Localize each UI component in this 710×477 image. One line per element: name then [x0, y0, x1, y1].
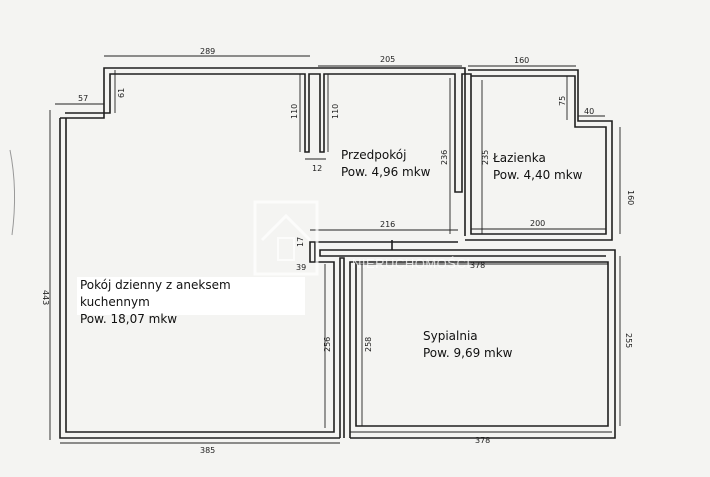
room-name: Pokój dzienny z aneksem kuchennym — [80, 278, 231, 309]
dim-289: 289 — [200, 47, 215, 56]
room-area: Pow. 18,07 mkw — [80, 312, 178, 326]
room-label-pokoj-dzienny: Pokój dzienny z aneksem kuchennym Pow. 1… — [77, 277, 305, 326]
dim-40: 40 — [584, 107, 594, 116]
room-area: Pow. 4,96 mkw — [341, 165, 431, 179]
dim-110-b: 110 — [331, 104, 340, 119]
room-name: Łazienka — [493, 151, 546, 165]
dim-205: 205 — [380, 55, 395, 64]
dim-258: 258 — [364, 337, 373, 352]
dim-160-right: 160 — [626, 190, 635, 205]
dim-17: 17 — [296, 237, 305, 247]
room-label-lazienka: Łazienka Pow. 4,40 mkw — [490, 150, 585, 184]
dim-160-top: 160 — [514, 56, 529, 65]
dim-110-a: 110 — [290, 104, 299, 119]
dimension-labels: 289 205 160 57 61 110 110 12 75 40 236 2… — [41, 47, 635, 455]
dim-61: 61 — [117, 88, 126, 98]
dim-57: 57 — [78, 94, 88, 103]
dim-385: 385 — [200, 446, 215, 455]
room-label-sypialnia: Sypialnia Pow. 9,69 mkw — [420, 328, 515, 362]
dim-235: 235 — [481, 150, 490, 165]
dim-200: 200 — [530, 219, 545, 228]
watermark-logo — [253, 200, 319, 276]
dim-216: 216 — [380, 220, 395, 229]
dim-255: 255 — [624, 333, 633, 348]
dim-443: 443 — [41, 290, 50, 305]
room-area: Pow. 9,69 mkw — [423, 346, 513, 360]
dim-256: 256 — [323, 337, 332, 352]
dim-75: 75 — [558, 96, 567, 106]
dim-236: 236 — [440, 150, 449, 165]
room-label-przedpokoj: Przedpokój Pow. 4,96 mkw — [338, 147, 433, 181]
dim-378-bottom: 378 — [475, 436, 490, 445]
dim-12: 12 — [312, 164, 322, 173]
room-area: Pow. 4,40 mkw — [493, 168, 583, 182]
dim-39: 39 — [296, 263, 306, 272]
room-name: Sypialnia — [423, 329, 478, 343]
watermark-text: NIERUCHOMOŚCI — [352, 256, 471, 271]
outer-walls — [59, 67, 616, 439]
room-name: Przedpokój — [341, 148, 407, 162]
dimension-lines — [49, 55, 621, 444]
dim-378-mid: 378 — [470, 261, 485, 270]
